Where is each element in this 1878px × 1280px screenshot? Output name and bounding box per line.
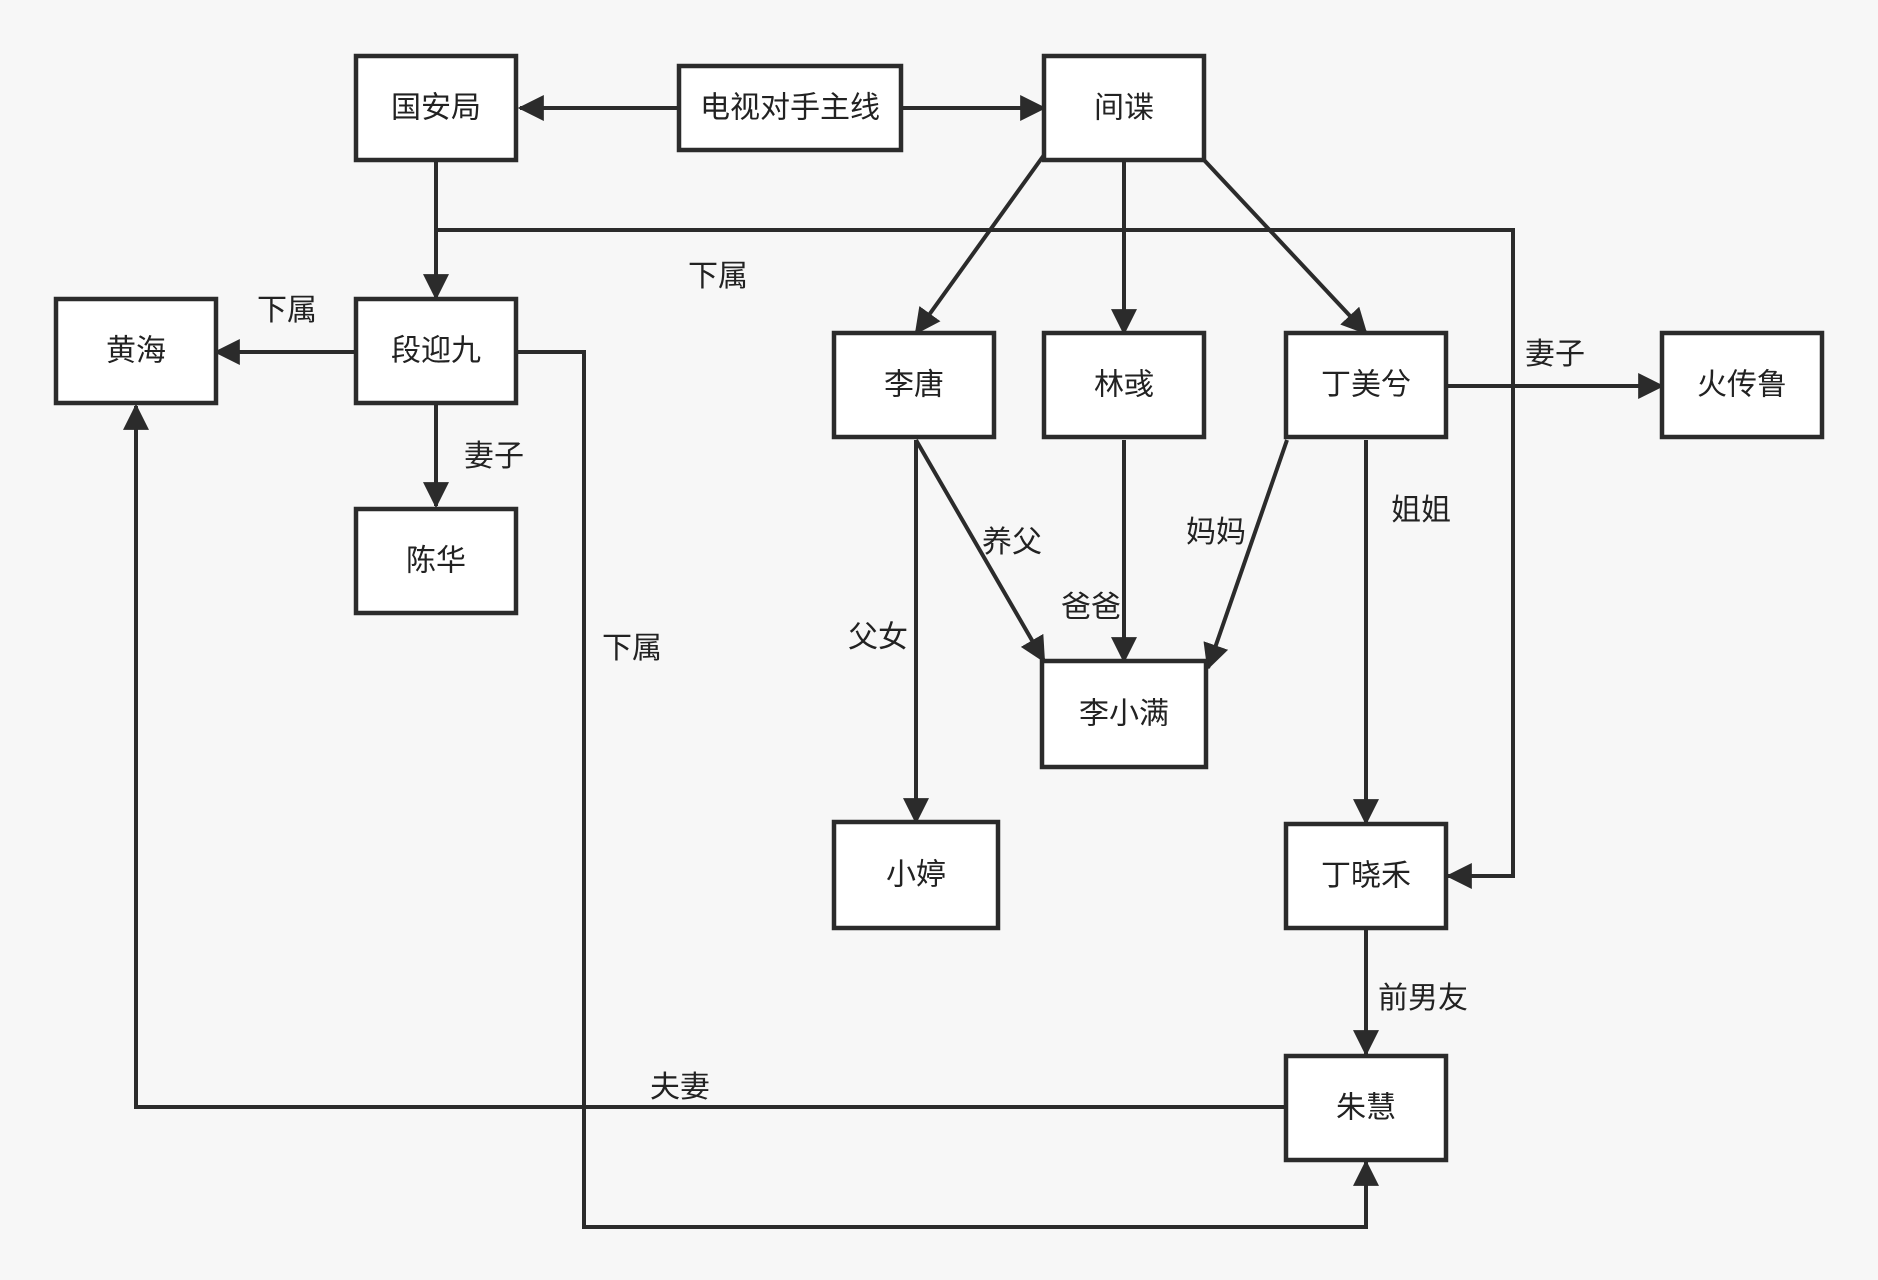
node-duanyingjiu-label: 段迎九 — [391, 334, 481, 369]
node-chenhua-label: 陈华 — [406, 544, 466, 579]
label-qizi-huo: 妻子 — [1525, 337, 1585, 372]
edge-labels: 下属 下属 妻子 下属 夫妻 养父 父女 爸爸 妈妈 妻子 姐姐 前男友 — [257, 259, 1585, 1105]
node-dingxiaohe-label: 丁晓禾 — [1321, 859, 1411, 894]
node-duanyingjiu[interactable]: 段迎九 — [353, 296, 519, 406]
label-qian-nanyou: 前男友 — [1378, 981, 1468, 1016]
edge-zhuhui-to-huanghai — [123, 403, 1286, 1109]
edge-duanyingjiu-to-zhuhui — [516, 350, 1379, 1229]
node-guoanju[interactable]: 国安局 — [353, 53, 519, 163]
label-yangfu: 养父 — [982, 525, 1042, 560]
label-xiashu-zhuhui: 下属 — [602, 631, 662, 666]
edge-dingmeixi-to-lixiaoman — [1203, 439, 1289, 671]
node-huanghai-label: 黄海 — [106, 334, 166, 369]
edge-jiandie-to-dingmeixi — [1202, 158, 1368, 335]
node-linyu[interactable]: 林彧 — [1041, 330, 1207, 440]
node-chenhua[interactable]: 陈华 — [353, 506, 519, 616]
node-xiaoting-label: 小婷 — [886, 858, 946, 893]
node-dingmeixi-label: 丁美兮 — [1321, 368, 1411, 403]
edges — [123, 95, 1665, 1229]
label-baba: 爸爸 — [1061, 590, 1121, 625]
node-jiandie-label: 间谍 — [1094, 91, 1154, 126]
node-guoanju-label: 国安局 — [391, 91, 481, 126]
node-huanghai[interactable]: 黄海 — [53, 296, 219, 406]
node-lixiaoman[interactable]: 李小满 — [1039, 658, 1209, 770]
node-xiaoting[interactable]: 小婷 — [831, 819, 1001, 931]
label-xiashu-top: 下属 — [688, 259, 748, 294]
node-litang-label: 李唐 — [884, 368, 944, 403]
label-mama: 妈妈 — [1186, 515, 1246, 550]
edge-jiandie-to-litang — [914, 153, 1046, 335]
nodes: 国安局 电视对手主线 间谍 黄海 段迎九 李唐 林彧 丁美兮 — [53, 53, 1825, 1163]
node-zhuhui[interactable]: 朱慧 — [1283, 1053, 1449, 1163]
label-qizi-chenhua: 妻子 — [464, 439, 524, 474]
node-huochuanlu[interactable]: 火传鲁 — [1659, 330, 1825, 440]
label-fu-nv: 父女 — [848, 620, 908, 655]
node-dianshi-label: 电视对手主线 — [700, 91, 880, 126]
node-jiandie[interactable]: 间谍 — [1041, 53, 1207, 163]
label-jiejie: 姐姐 — [1391, 493, 1451, 528]
edge-guoanju-to-dingxiaohe — [436, 228, 1515, 889]
edge-litang-to-lixiaoman — [914, 438, 1046, 663]
node-litang[interactable]: 李唐 — [831, 330, 997, 440]
node-dianshi[interactable]: 电视对手主线 — [676, 63, 904, 153]
label-fuqi: 夫妻 — [650, 1070, 710, 1105]
label-xiashu-huanghai: 下属 — [257, 293, 317, 328]
node-zhuhui-label: 朱慧 — [1336, 1091, 1396, 1126]
node-linyu-label: 林彧 — [1094, 368, 1154, 403]
node-dingmeixi[interactable]: 丁美兮 — [1283, 330, 1449, 440]
node-lixiaoman-label: 李小满 — [1079, 697, 1169, 732]
node-dingxiaohe[interactable]: 丁晓禾 — [1283, 821, 1449, 931]
node-huochuanlu-label: 火传鲁 — [1697, 368, 1787, 403]
